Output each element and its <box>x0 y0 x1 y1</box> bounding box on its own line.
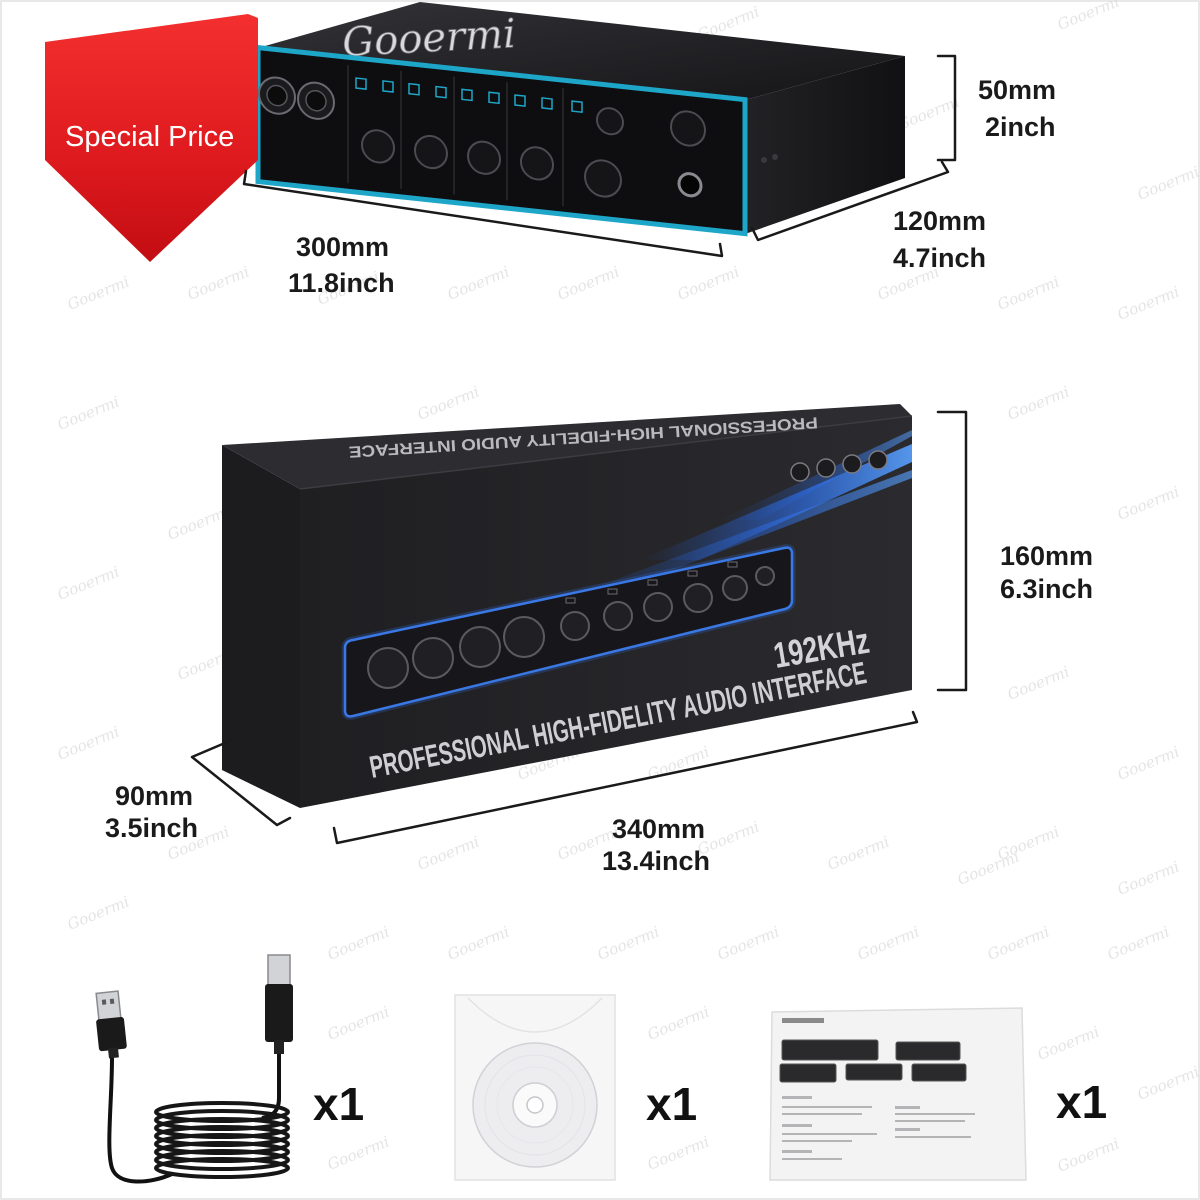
gain-knob-1 <box>361 129 395 164</box>
usb-a-plug <box>95 990 127 1059</box>
mix-knob <box>596 107 624 136</box>
banner-label: Special Price <box>65 121 234 153</box>
gain-knob-4 <box>520 146 554 181</box>
channel-buttons <box>355 77 583 114</box>
banner-shape <box>45 14 258 262</box>
usb-b-plug <box>265 954 293 1054</box>
box-width-inch: 13.4inch <box>602 846 710 876</box>
cd-hole <box>526 1096 544 1114</box>
device-depth-inch: 4.7inch <box>893 243 986 273</box>
device-dimensions: 50mm 2inch 120mm 4.7inch 300mm 11.8inch <box>242 54 1056 298</box>
phones-knob <box>670 110 706 147</box>
cable-coil <box>154 1101 290 1179</box>
box-top-face <box>222 404 912 489</box>
box-depth-bracket <box>190 738 292 827</box>
box-depth-inch: 3.5inch <box>105 813 198 843</box>
user-manual-icon <box>769 1007 1027 1181</box>
box-width-mm: 340mm <box>612 814 705 844</box>
device-width-bracket <box>242 169 724 258</box>
cd-quantity: x1 <box>646 1078 697 1130</box>
special-price-banner: Special Price <box>45 14 258 262</box>
box-height-bracket <box>936 410 968 692</box>
retail-box: PROFESSIONAL HIGH-FIDELITY AUDIO INTERFA… <box>222 404 913 808</box>
box-height-inch: 6.3inch <box>1000 574 1093 604</box>
box-edge-highlight <box>299 415 913 490</box>
combo-jack-2 <box>297 81 335 120</box>
device-width-inch: 11.8inch <box>288 268 395 298</box>
device-side-face <box>745 56 905 234</box>
box-side-face <box>222 445 300 808</box>
cd-sleeve-flap <box>467 997 603 1033</box>
usb-cable-icon <box>95 954 293 1184</box>
gain-knobs <box>361 129 554 181</box>
usb-cable-quantity: x1 <box>313 1078 364 1130</box>
box-dimensions: 160mm 6.3inch 90mm 3.5inch 340mm 13.4inc… <box>105 410 1093 876</box>
box-light-streaks <box>560 430 912 600</box>
headphone-jack <box>677 172 703 198</box>
device-width-mm: 300mm <box>296 232 389 262</box>
device-depth-bracket <box>750 160 950 242</box>
device-height-mm: 50mm <box>978 75 1056 105</box>
manual-text-lines <box>782 1096 975 1160</box>
device-depth-mm: 120mm <box>893 206 986 236</box>
box-feature-icons <box>790 450 888 482</box>
device-side-port <box>761 157 767 163</box>
box-depth-mm: 90mm <box>115 781 193 811</box>
device-top-face <box>258 2 905 100</box>
section-dividers <box>347 65 564 207</box>
device-side-port <box>772 154 778 160</box>
device-front-panel <box>255 44 748 237</box>
cd-disc-icon <box>454 994 616 1181</box>
manual-quantity: x1 <box>1056 1076 1107 1128</box>
device-height-bracket <box>936 54 957 162</box>
audio-interface-device: Gooermi <box>255 2 905 237</box>
gain-knob-2 <box>414 134 448 170</box>
gain-knob-3 <box>467 140 501 175</box>
manual-page <box>769 1007 1027 1181</box>
combo-jack-1 <box>258 76 296 115</box>
box-height-mm: 160mm <box>1000 541 1093 571</box>
device-height-inch: 2inch <box>985 112 1056 142</box>
cable-a <box>107 1057 173 1184</box>
monitor-knob <box>584 159 622 198</box>
box-device-illustration <box>341 544 796 720</box>
box-width-bracket <box>332 710 919 845</box>
monitor-controls <box>584 107 706 198</box>
manual-product-images <box>779 1039 967 1083</box>
